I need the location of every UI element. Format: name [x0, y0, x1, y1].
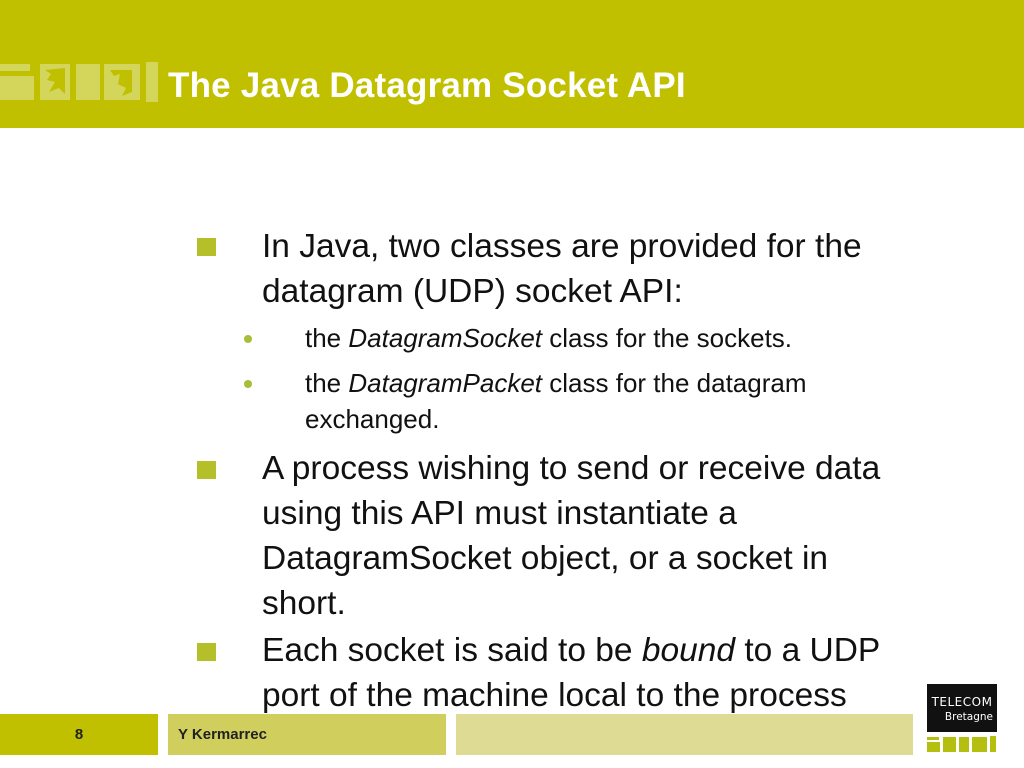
footer-page-bar: 8	[0, 714, 158, 755]
slide-title: The Java Datagram Socket API	[168, 66, 686, 105]
round-bullet-icon	[244, 380, 252, 388]
bullet-2-line-1: A process wishing to send or receive dat…	[262, 450, 881, 487]
bullet-3-prefix: Each socket is said to be	[262, 632, 642, 669]
square-bullet-icon	[197, 461, 216, 479]
sub-bullet-1-class-name: DatagramSocket	[348, 323, 543, 353]
bullet-2-line-2: using this API must instantiate a	[262, 495, 737, 532]
logo-line-2: Bretagne	[944, 711, 993, 723]
square-bullet-icon	[197, 238, 216, 256]
sub-bullet-1-text: the DatagramSocket class for the sockets…	[305, 320, 1005, 356]
square-bullet-icon	[197, 643, 216, 661]
sub-bullet-2-prefix: the	[305, 368, 349, 398]
sub-bullet-2-class-name: DatagramPacket	[348, 368, 543, 398]
sub-bullet-2-suffix: class for the datagram	[542, 368, 807, 398]
author-name: Y Kermarrec	[178, 726, 267, 743]
sub-bullet-1-suffix: class for the sockets.	[542, 323, 793, 353]
bullet-1-line-2: datagram (UDP) socket API:	[262, 273, 683, 310]
bullet-2-text: A process wishing to send or receive dat…	[262, 446, 1012, 626]
bullet-3-line-2: port of the machine local to the process	[262, 677, 847, 714]
bullet-3-emphasis: bound	[641, 632, 736, 669]
page-number: 8	[74, 726, 84, 743]
bullet-3-text: Each socket is said to be bound to a UDP…	[262, 628, 1012, 718]
bullet-1-text: In Java, two classes are provided for th…	[262, 224, 1012, 314]
logo-line-1: TELECOM	[931, 695, 993, 709]
calligraphy-logo-icon	[0, 62, 158, 102]
slide-header: The Java Datagram Socket API	[0, 0, 1024, 128]
bullet-2-line-3: DatagramSocket object, or a socket in	[262, 540, 829, 577]
calligraphy-logo-icon	[927, 736, 996, 752]
footer-author-bar: Y Kermarrec	[168, 714, 446, 755]
bullet-3-suffix: to a UDP	[735, 632, 881, 669]
telecom-bretagne-logo: TELECOM Bretagne	[927, 684, 997, 732]
round-bullet-icon	[244, 335, 252, 343]
bullet-1-line-1: In Java, two classes are provided for th…	[262, 228, 862, 265]
bullet-2-line-4: short.	[262, 585, 346, 622]
sub-bullet-2-text: the DatagramPacket class for the datagra…	[305, 365, 1005, 437]
sub-bullet-1-prefix: the	[305, 323, 349, 353]
footer-blank-bar	[456, 714, 913, 755]
sub-bullet-2-continuation: exchanged.	[305, 404, 440, 434]
